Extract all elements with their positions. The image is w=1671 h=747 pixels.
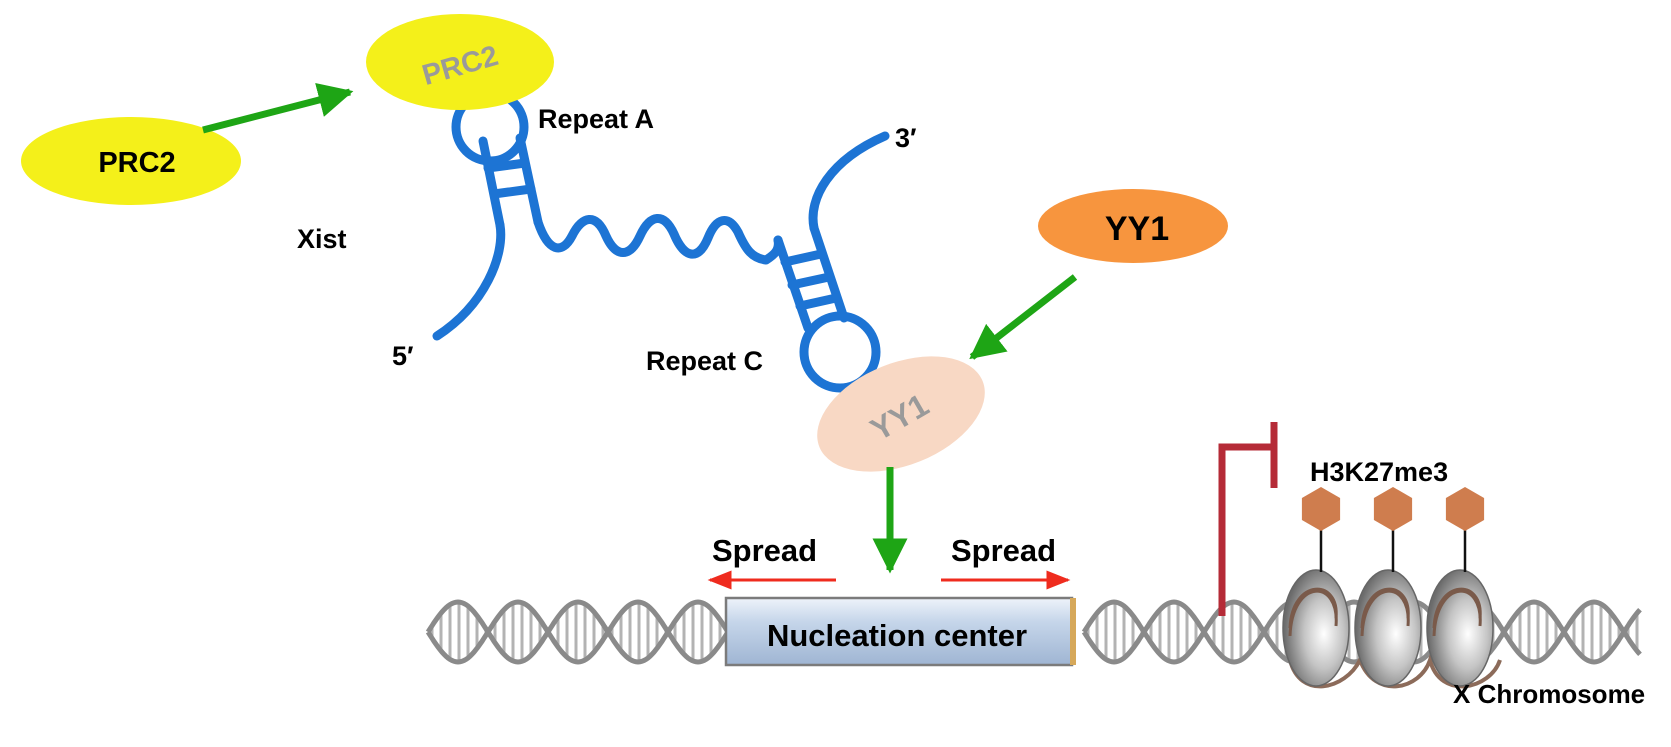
h3k27me3-hexagon (1373, 487, 1413, 531)
three-prime-label: 3′ (895, 123, 917, 153)
prc2-free-label: PRC2 (98, 147, 175, 179)
x-chromosome-label: X Chromosome (1453, 679, 1645, 709)
nucleation-center: Nucleation center (724, 596, 1076, 667)
histone-core (1426, 569, 1494, 687)
repeat-c-label: Repeat C (646, 346, 763, 376)
spread-right-label: Spread (951, 533, 1056, 568)
prc2-free: PRC2 (21, 117, 241, 205)
yy1-bound: YY1 (817, 356, 985, 472)
prc2-binding-arrow (202, 82, 354, 134)
yy1-free-label: YY1 (1105, 210, 1169, 248)
prc2-bound: PRC2 (366, 14, 554, 110)
nucleation-center-label: Nucleation center (767, 618, 1027, 653)
h3k27me3-hexagon (1301, 487, 1341, 531)
xist-rna (432, 88, 890, 393)
h3k27me3-label: H3K27me3 (1310, 457, 1448, 487)
wrapped-dna (1432, 589, 1482, 637)
nucleosome (1354, 487, 1422, 687)
yy1-binding-arrow (969, 274, 1078, 360)
inhibition-symbol (1218, 422, 1278, 616)
nucleosome-array (1282, 487, 1502, 689)
yy1-free: YY1 (1038, 189, 1228, 263)
xist-label: Xist (297, 224, 347, 254)
wrapped-dna (1288, 589, 1338, 637)
histone-core (1282, 569, 1350, 687)
dna-backbone (425, 599, 731, 665)
histone-core (1354, 569, 1422, 687)
dna-helix-left (425, 599, 731, 665)
wrapped-dna (1360, 589, 1410, 637)
linker-dna (1288, 652, 1502, 689)
spread-left-label: Spread (712, 533, 817, 568)
dna-backbone (425, 599, 731, 665)
five-prime-label: 5′ (392, 341, 414, 371)
nucleosome (1426, 487, 1494, 687)
repeat-a-label: Repeat A (538, 104, 654, 134)
h3k27me3-hexagon (1445, 487, 1485, 531)
nucleosome (1282, 487, 1350, 687)
